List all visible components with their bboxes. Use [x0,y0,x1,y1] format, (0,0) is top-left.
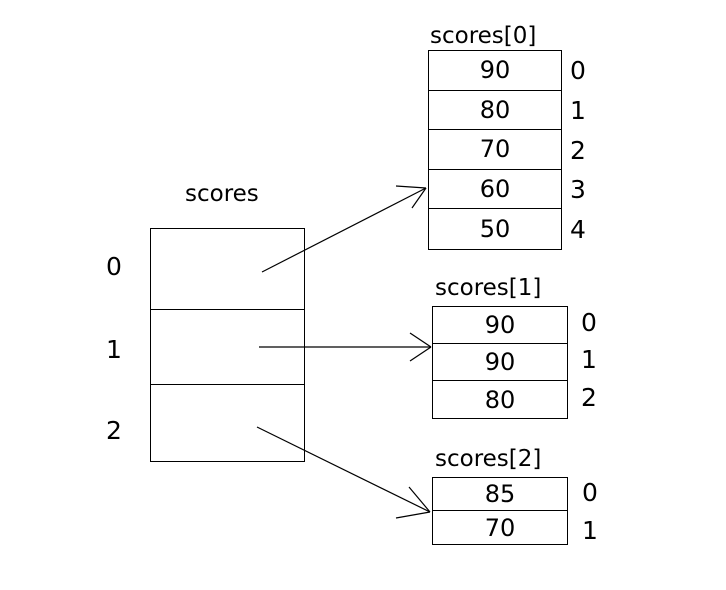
sub-array-0-cell-3: 60 [429,170,561,210]
sub-array-0-cell-0: 90 [429,51,561,91]
sub-array-1-index-2: 2 [581,383,597,412]
sub-array-1-index-0: 0 [581,308,597,337]
sub-array-0-index-4: 4 [570,215,586,244]
sub-array-2-box: 85 70 [432,477,568,545]
sub-array-2-index-1: 1 [582,516,598,545]
sub-array-1-box: 90 90 80 [432,306,568,419]
sub-array-0-cell-2: 70 [429,130,561,170]
sub-array-1-cell-2: 80 [484,385,516,414]
sub-array-0-cell-4: 50 [479,215,511,244]
sub-array-0-index-3: 3 [570,175,586,204]
main-array-cell-1 [151,310,304,385]
main-array-index-2: 2 [106,416,122,445]
main-array-box [150,228,305,462]
sub-array-2-title: scores[2] [435,446,542,472]
sub-array-0-box: 90 80 70 60 50 [428,50,562,250]
sub-array-0-index-0: 0 [570,56,586,85]
sub-array-0-index-2: 2 [570,136,586,165]
sub-array-2-cell-0: 85 [433,478,567,512]
sub-array-0-index-1: 1 [570,96,586,125]
main-array-cell-0 [151,229,304,310]
sub-array-2-index-0: 0 [582,478,598,507]
sub-array-1-cell-1: 90 [433,344,567,381]
sub-array-2-cell-1: 70 [484,513,516,542]
main-array-index-0: 0 [106,252,122,281]
main-array-cell-2 [151,385,304,461]
sub-array-0-cell-1: 80 [429,91,561,131]
sub-array-1-index-1: 1 [581,345,597,374]
main-array-index-1: 1 [106,335,122,364]
sub-array-1-cell-0: 90 [433,307,567,344]
main-array-title: scores [185,181,259,207]
sub-array-0-title: scores[0] [430,23,537,49]
sub-array-1-title: scores[1] [435,275,542,301]
